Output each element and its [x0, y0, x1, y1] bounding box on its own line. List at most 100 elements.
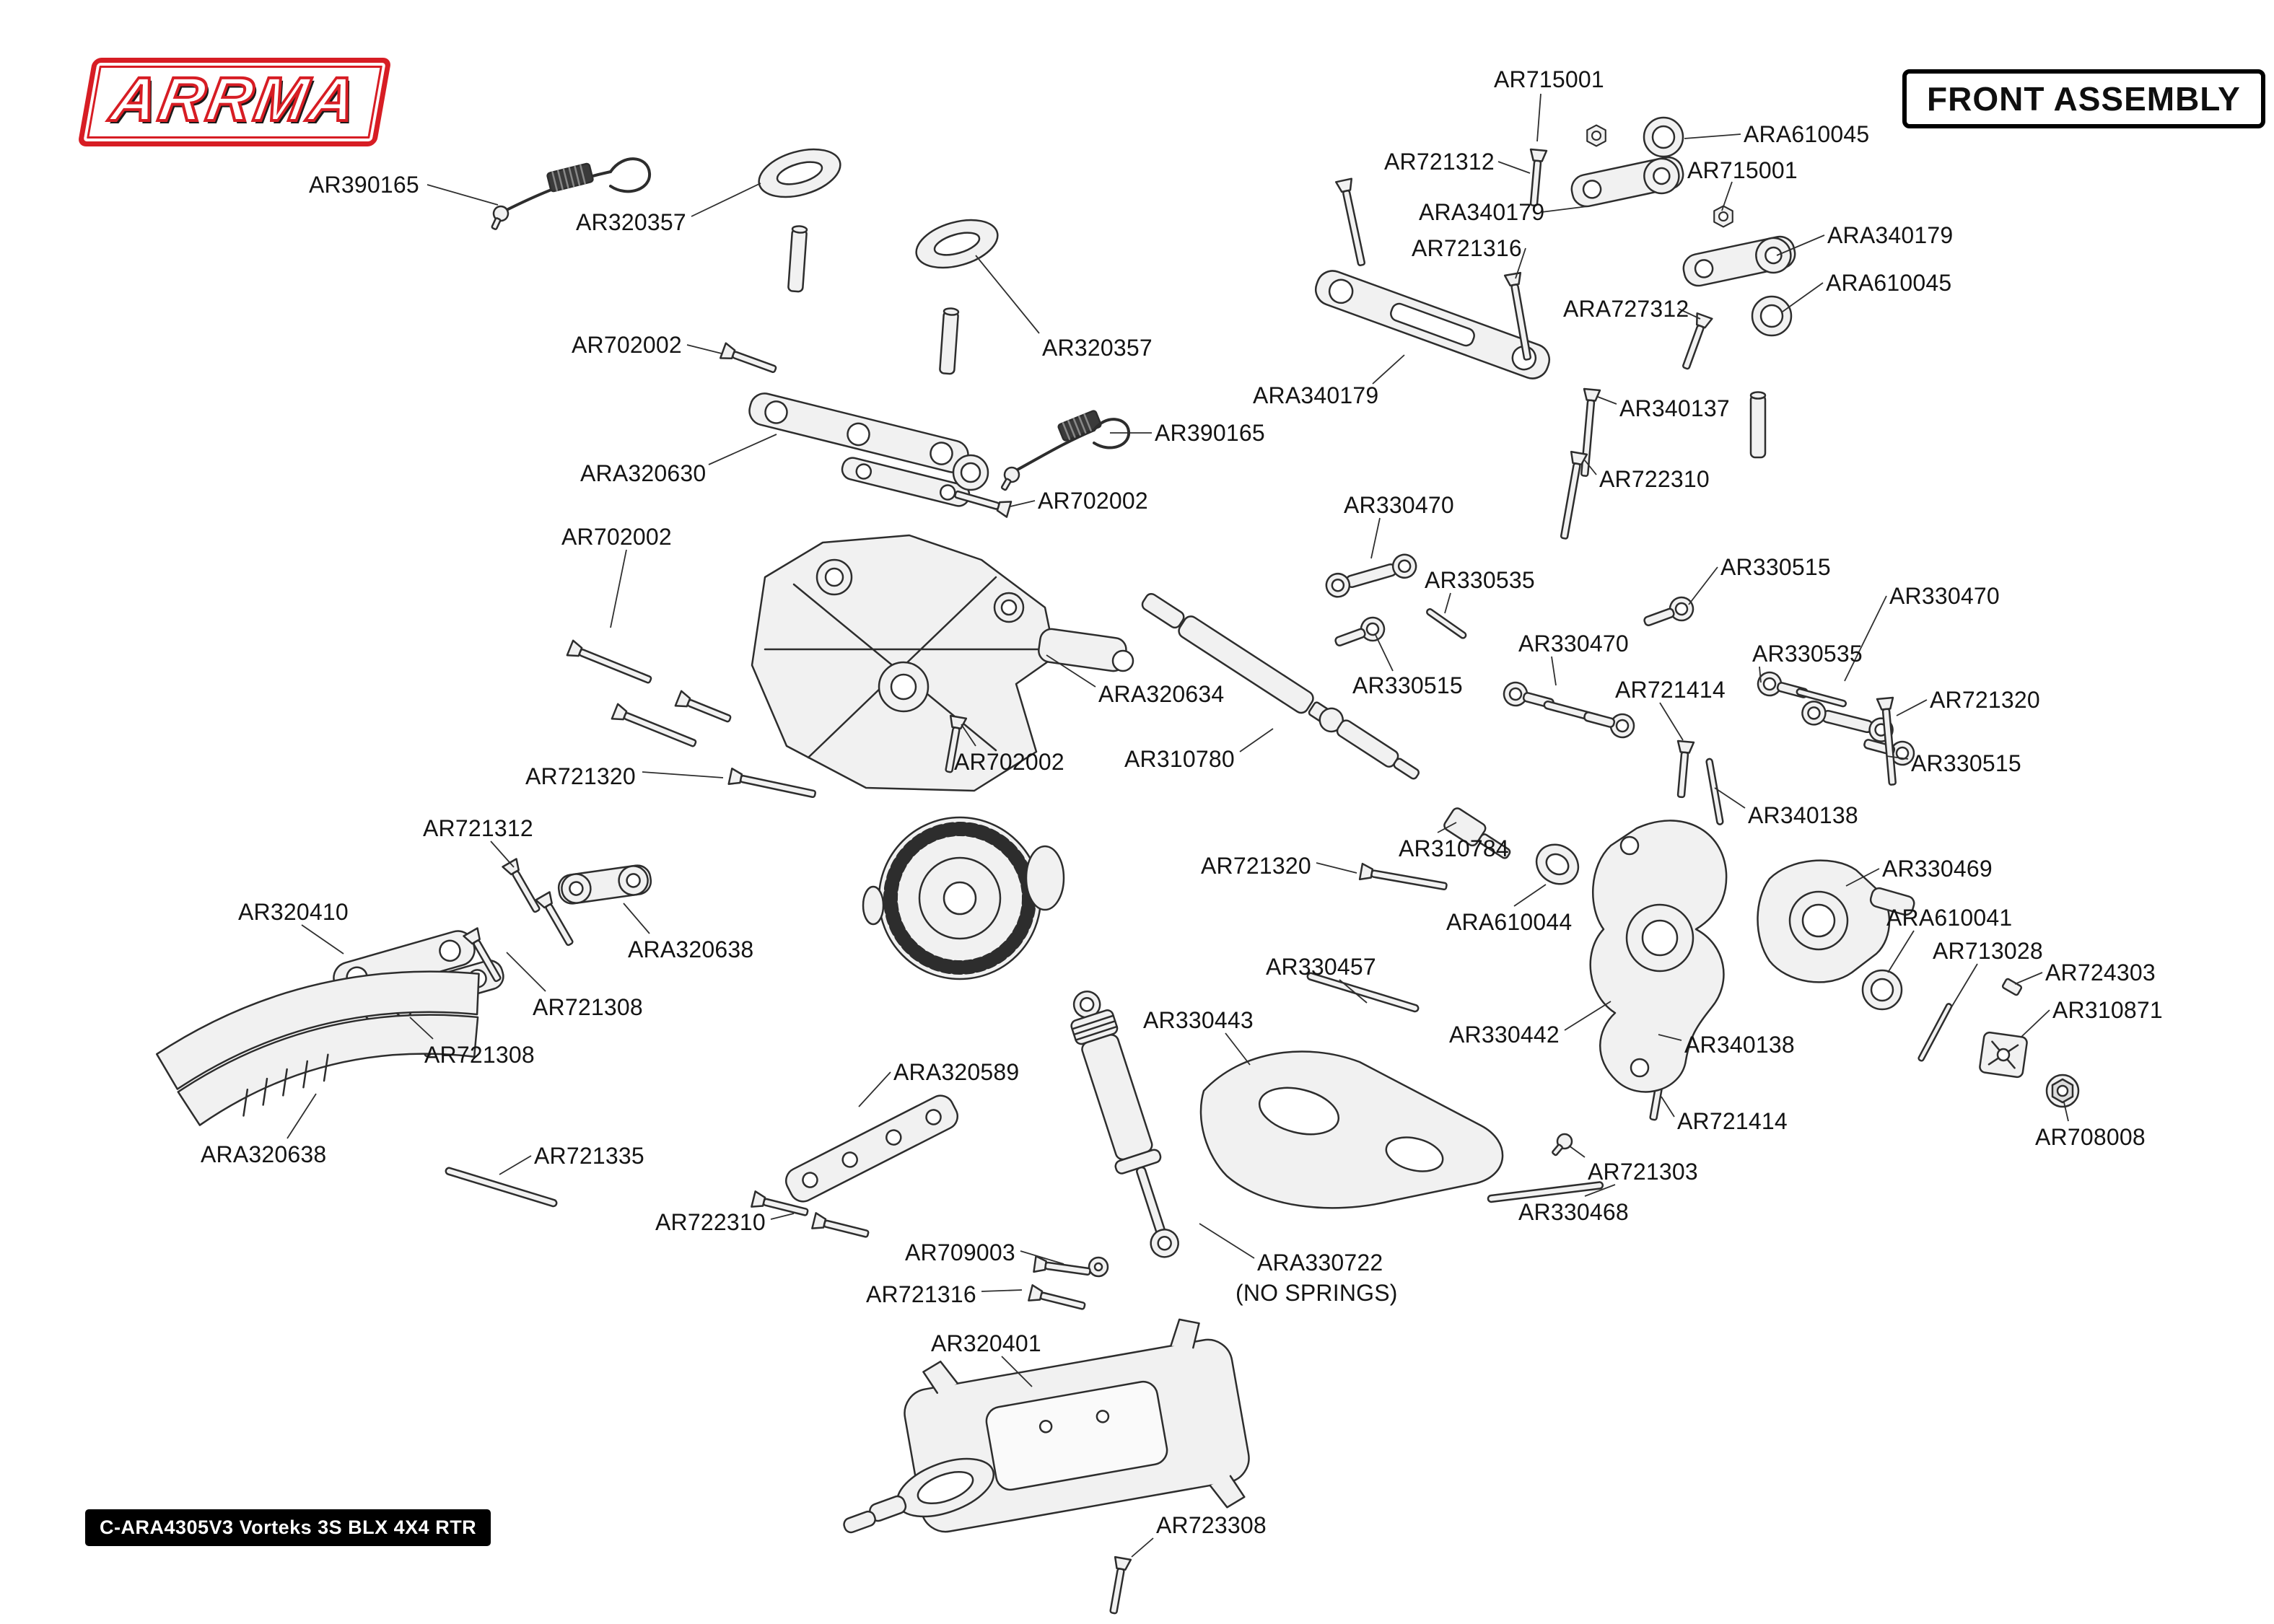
- part-label: AR390165: [309, 172, 419, 198]
- part-label: AR310784: [1399, 835, 1509, 861]
- bearing-icon: [1751, 295, 1793, 337]
- part-label: ARA330722: [1257, 1250, 1383, 1276]
- leader-line: [975, 255, 1040, 334]
- leader-line: [2063, 1102, 2069, 1122]
- part-label: AR713028: [1933, 938, 2043, 964]
- leader-line: [1515, 247, 1526, 279]
- bearing-icon: [1643, 116, 1684, 158]
- skid-front-piece: [843, 1457, 995, 1534]
- pin-icon: [1917, 1003, 1953, 1062]
- part-label: ARA727312: [1563, 296, 1689, 322]
- front-assembly-title: FRONT ASSEMBLY: [1902, 69, 2265, 128]
- part-label: AR330535: [1752, 641, 1863, 667]
- part-label: ARA320589: [893, 1059, 1020, 1085]
- shock-absorber: [1070, 991, 1179, 1258]
- steering-plate: [909, 210, 1005, 278]
- part-label: AR724303: [2045, 960, 2156, 986]
- leader-line: [1513, 884, 1547, 907]
- steering-plate: [752, 139, 847, 207]
- part-label: AR721308: [424, 1042, 535, 1068]
- ball-stud-icon: [1547, 1130, 1576, 1160]
- leader-line: [1375, 634, 1394, 672]
- front-bulkhead: [751, 534, 1134, 792]
- body-clip-icon: [1093, 418, 1131, 449]
- leader-line: [1659, 702, 1684, 741]
- part-label: ARA610044: [1446, 909, 1573, 935]
- drive-cube: [1979, 1031, 2028, 1079]
- screw-icon: [1672, 739, 1695, 799]
- leader-line: [981, 1289, 1023, 1292]
- leader-line: [1444, 592, 1451, 614]
- part-label: AR721335: [534, 1143, 644, 1169]
- leader-line: [499, 1155, 532, 1175]
- part-label: AR320357: [576, 209, 686, 235]
- leader-line: [1658, 1034, 1682, 1041]
- part-label: AR310780: [1124, 746, 1235, 772]
- leader-line: [770, 1213, 795, 1220]
- screw-icon: [727, 767, 818, 803]
- leader-line: [2020, 1009, 2050, 1038]
- leader-line: [301, 924, 344, 954]
- leader-line: [427, 184, 499, 206]
- part-label: (NO SPRINGS): [1236, 1280, 1398, 1306]
- part-label: AR330443: [1143, 1007, 1254, 1033]
- differential: [862, 816, 1065, 980]
- nut-icon: [1586, 124, 1606, 147]
- part-label: AR340138: [1748, 802, 1858, 828]
- steering-post: [787, 224, 808, 293]
- screw-icon: [1334, 177, 1370, 268]
- shock-ball: [1088, 1256, 1109, 1278]
- part-label: AR330442: [1449, 1022, 1560, 1048]
- screw-icon: [1104, 1555, 1132, 1615]
- part-label: AR721320: [525, 763, 636, 789]
- rod-end: [1331, 613, 1389, 654]
- steering-knuckle: [1589, 820, 1728, 1093]
- screw-icon: [1028, 1284, 1088, 1315]
- leader-line: [1597, 396, 1617, 405]
- leader-line: [1046, 654, 1096, 688]
- part-label: AR722310: [1599, 466, 1710, 492]
- part-label: AR715001: [1687, 157, 1798, 183]
- leader-line: [1370, 517, 1381, 559]
- part-label: AR721303: [1588, 1159, 1698, 1185]
- leader-line: [686, 344, 722, 354]
- part-label: AR702002: [1038, 488, 1148, 514]
- body-clip-icon: [609, 157, 652, 193]
- part-label: AR320357: [1042, 335, 1153, 361]
- flanged-nut: [2045, 1074, 2080, 1108]
- leader-line: [1776, 234, 1825, 256]
- leader-line: [1714, 787, 1746, 809]
- leader-line: [409, 1017, 434, 1040]
- part-label: AR721316: [1412, 235, 1522, 261]
- link-pin: [1796, 688, 1847, 708]
- leader-line: [1497, 161, 1531, 174]
- part-label: AR723308: [1156, 1512, 1267, 1538]
- part-label: AR702002: [572, 332, 682, 358]
- leader-line: [1896, 699, 1928, 716]
- leader-line: [961, 724, 976, 747]
- leader-line: [1661, 1096, 1675, 1118]
- part-label: AR330469: [1882, 856, 1993, 882]
- part-label: AR330468: [1518, 1199, 1629, 1225]
- leader-line: [708, 434, 777, 465]
- screw-icon: [1033, 1255, 1093, 1281]
- part-label: AR330470: [1518, 631, 1629, 657]
- part-label: AR721308: [533, 994, 643, 1020]
- leader-line: [1564, 1001, 1612, 1031]
- part-label: AR721414: [1615, 677, 1726, 703]
- leader-line: [1001, 1356, 1033, 1387]
- part-label: AR330470: [1889, 583, 2000, 609]
- screw-icon: [811, 1212, 871, 1243]
- leader-line: [287, 1093, 317, 1139]
- part-label: ARA340179: [1419, 199, 1545, 225]
- leader-line: [1782, 282, 1824, 312]
- steering-bellcrank: [748, 392, 969, 473]
- leader-line: [1316, 862, 1357, 874]
- steering-link: [1322, 550, 1420, 601]
- leader-line: [2014, 972, 2043, 985]
- part-label: AR330515: [1911, 750, 2021, 776]
- front-assembly-title-text: FRONT ASSEMBLY: [1927, 80, 2241, 118]
- part-label: AR330515: [1352, 672, 1463, 698]
- leader-line: [1886, 755, 1909, 760]
